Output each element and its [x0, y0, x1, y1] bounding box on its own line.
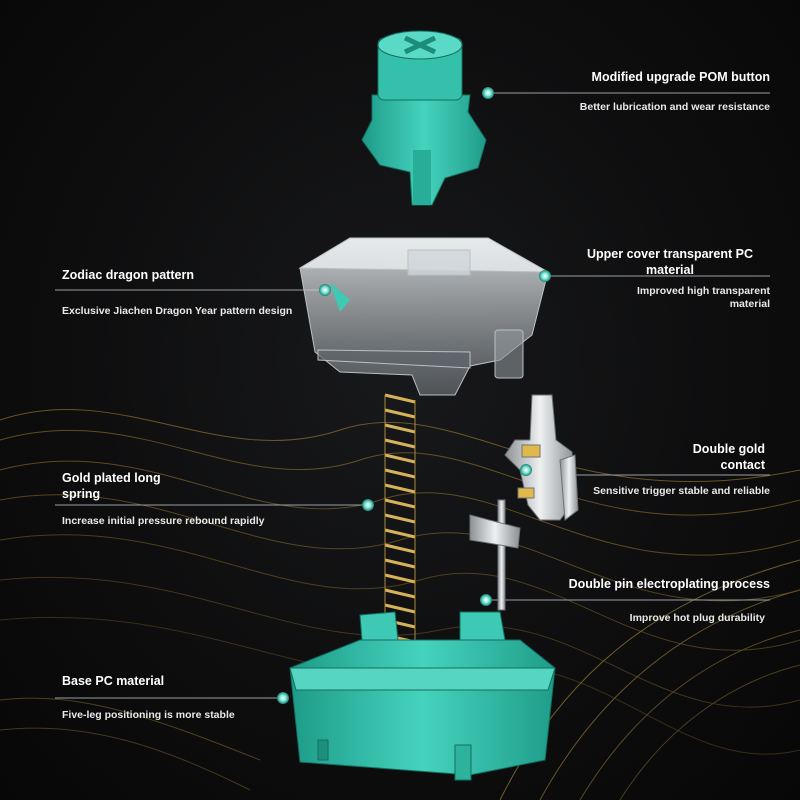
upper-cover-title: Upper cover transparent PC material [586, 247, 754, 277]
gold-contact-title: Double gold contact [692, 442, 765, 472]
electroplating-title: Double pin electroplating process [568, 577, 770, 591]
dot-gold-contact [520, 464, 532, 476]
gold-spring [384, 393, 416, 645]
top-housing [298, 237, 549, 396]
dot-base [277, 692, 289, 704]
dot-pom [482, 87, 494, 99]
callout-dots [277, 87, 551, 704]
upper-cover-desc: Improved high transparent material [636, 285, 770, 311]
background-wave-lines [0, 409, 800, 800]
pom-stem [361, 30, 487, 206]
spring-title: Gold plated long spring [62, 471, 161, 501]
gold-contact-desc: Sensitive trigger stable and reliable [593, 485, 770, 497]
callout-lines [55, 92, 770, 699]
dot-electroplating [480, 594, 492, 606]
spring-desc: Increase initial pressure rebound rapidl… [62, 515, 265, 527]
electroplating-desc: Improve hot plug durability [629, 612, 765, 624]
base-desc: Five-leg positioning is more stable [62, 709, 235, 721]
base-title: Base PC material [62, 674, 165, 688]
pom-button-title: Modified upgrade POM button [591, 70, 770, 84]
base-housing [289, 611, 556, 781]
metal-contact [469, 394, 579, 611]
dot-zodiac [319, 284, 331, 296]
dot-upper-cover [539, 270, 551, 282]
zodiac-desc: Exclusive Jiachen Dragon Year pattern de… [62, 305, 293, 317]
pom-button-desc: Better lubrication and wear resistance [579, 101, 770, 113]
zodiac-title: Zodiac dragon pattern [62, 268, 194, 282]
dot-spring [362, 499, 374, 511]
